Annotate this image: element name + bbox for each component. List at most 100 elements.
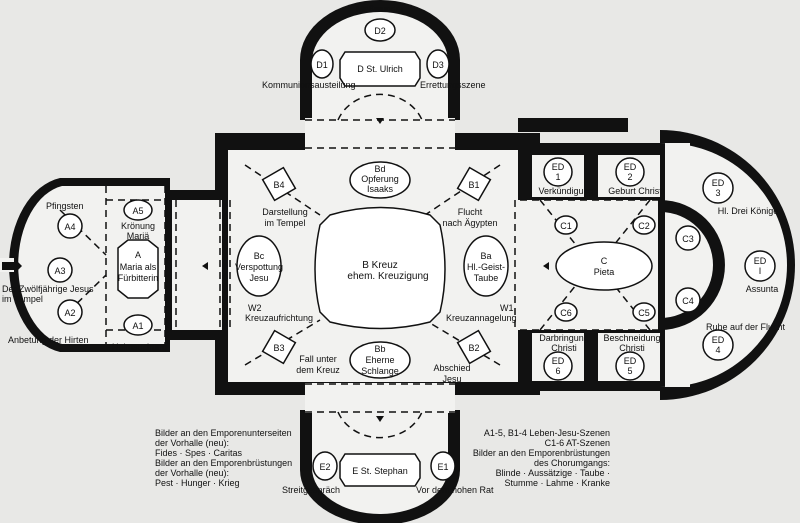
- medallion-c4: [675, 287, 701, 313]
- medallion-b3: [261, 329, 297, 365]
- label-beschneidung: Beschneidung: [603, 333, 660, 343]
- label-d3: D3: [432, 60, 444, 70]
- label-b-center-1: B Kreuz: [362, 260, 398, 271]
- label-flucht: Flucht: [458, 207, 483, 217]
- legend-left-line: Fides · Spes · Caritas: [155, 448, 243, 458]
- legend-left-line: Pest · Hunger · Krieg: [155, 478, 240, 488]
- marker-north: [376, 118, 384, 124]
- label-rat: Vor dem hohen Rat: [416, 485, 494, 495]
- label-abschied-jesu: Jesu: [442, 374, 461, 384]
- medallion-c: [555, 241, 653, 291]
- medallion-bd: [349, 161, 411, 199]
- medallion-c1: [554, 215, 578, 235]
- legend-right-line: Bilder an den Emporenbrüstungen: [473, 448, 610, 458]
- label-b4: B4: [273, 180, 284, 190]
- medallion-ed5: [615, 351, 645, 381]
- label-errettung: Errettungsszene: [420, 80, 486, 90]
- label-edi: ED: [754, 256, 767, 266]
- label-drei-koenige: Hl. Drei Könige: [718, 206, 779, 216]
- label-ed6: ED: [552, 356, 565, 366]
- label-ed2n: 2: [627, 172, 632, 182]
- label-geburt: Geburt Christi: [608, 186, 664, 196]
- label-d2: D2: [374, 26, 386, 36]
- label-ba: Ba: [480, 251, 491, 261]
- label-ruhe: Ruhe auf der Flucht: [706, 322, 786, 332]
- medallion-a2: [57, 299, 83, 325]
- label-edin: I: [759, 266, 762, 276]
- label-a3: A3: [54, 266, 65, 276]
- label-abschied: Abschied: [433, 363, 470, 373]
- label-ed3: ED: [712, 178, 725, 188]
- label-im-tempel: im Tempel: [265, 218, 306, 228]
- medallion-b1: [456, 166, 492, 202]
- label-kommunion: Kommunionsausteilung: [262, 80, 356, 90]
- legend-left: Bilder an den Emporenunterseiten der Vor…: [155, 428, 292, 488]
- label-fall-unter: Fall unter: [299, 354, 337, 364]
- legend-right-line: des Chorumgangs:: [534, 458, 610, 468]
- label-c6: C6: [560, 308, 572, 318]
- label-ed4n: 4: [715, 345, 720, 355]
- label-bd: Bd: [374, 164, 385, 174]
- medallion-b2: [456, 329, 492, 365]
- label-dem-kreuz: dem Kreuz: [296, 365, 340, 375]
- label-taube: Taube: [474, 273, 499, 283]
- label-ed4: ED: [712, 335, 725, 345]
- label-ed3n: 3: [715, 188, 720, 198]
- legend-left-line: der Vorhalle (neu):: [155, 438, 229, 448]
- label-ed6n: 6: [555, 366, 560, 376]
- legend-right: A1-5, B1-4 Leben-Jesu-Szenen C1-6 AT-Sze…: [473, 428, 610, 488]
- label-a2: A2: [64, 308, 75, 318]
- label-b3: B3: [273, 343, 284, 353]
- label-d-center: D St. Ulrich: [357, 64, 403, 74]
- crossing-panel-b: [314, 206, 446, 330]
- label-hl-geist: Hl.-Geist-: [467, 262, 505, 272]
- legend-right-line: A1-5, B1-4 Leben-Jesu-Szenen: [484, 428, 610, 438]
- label-w2: W2: [248, 303, 262, 313]
- label-kroenung: Krönung: [121, 221, 155, 231]
- label-ed2: ED: [624, 162, 637, 172]
- medallion-ba: [463, 235, 509, 297]
- medallion-d1: [310, 49, 334, 79]
- label-maria-als: Maria als: [120, 262, 157, 272]
- label-ed1: ED: [552, 162, 565, 172]
- medallion-e2: [312, 451, 338, 481]
- marker-west: [202, 262, 208, 270]
- medallion-ed1: [543, 157, 573, 187]
- medallion-ed3: [702, 172, 734, 204]
- label-anbetung: Anbetung der Hirten: [8, 335, 89, 345]
- medallion-c5: [632, 302, 656, 322]
- label-opferung: Opferung: [361, 174, 399, 184]
- label-d1: D1: [316, 60, 328, 70]
- marker-east: [543, 262, 549, 270]
- legend-left-line: Bilder an den Emporenbrüstungen: [155, 458, 292, 468]
- label-b1: B1: [468, 180, 479, 190]
- label-eherne: Eherne: [365, 355, 394, 365]
- label-pfingsten: Pfingsten: [46, 201, 84, 211]
- legend-right-line: Stumme · Lahme · Kranke: [504, 478, 610, 488]
- label-ed5n: 5: [627, 366, 632, 376]
- medallion-d3: [426, 49, 450, 79]
- label-a4: A4: [64, 222, 75, 232]
- label-c5: C5: [638, 308, 650, 318]
- medallion-a: [117, 239, 159, 299]
- label-fuerbitterin: Fürbitterin: [118, 273, 159, 283]
- label-c3: C3: [682, 234, 694, 244]
- legend-right-line: C1-6 AT-Szenen: [545, 438, 610, 448]
- label-ed5: ED: [624, 356, 637, 366]
- plan-labels: Meßwunder D2 D1 D3 D St. Ulrich Kommunio…: [2, 4, 786, 495]
- label-e1: E1: [437, 462, 448, 472]
- medallion-a1: [123, 314, 153, 336]
- entrance-arrow-icon: [2, 258, 22, 274]
- medallion-ed2: [615, 157, 645, 187]
- label-bb: Bb: [374, 344, 385, 354]
- label-a-center: A: [135, 250, 141, 260]
- label-pieta: Pieta: [594, 267, 615, 277]
- legend-left-line: der Vorhalle (neu):: [155, 468, 229, 478]
- label-verkuendigung: Verkündigung: [538, 186, 593, 196]
- label-a1: A1: [132, 321, 143, 331]
- medallion-ed4: [702, 329, 734, 361]
- medallion-b4: [261, 166, 297, 202]
- medallion-e1: [430, 451, 456, 481]
- label-bc: Bc: [254, 251, 265, 261]
- medallion-a5: [123, 199, 153, 221]
